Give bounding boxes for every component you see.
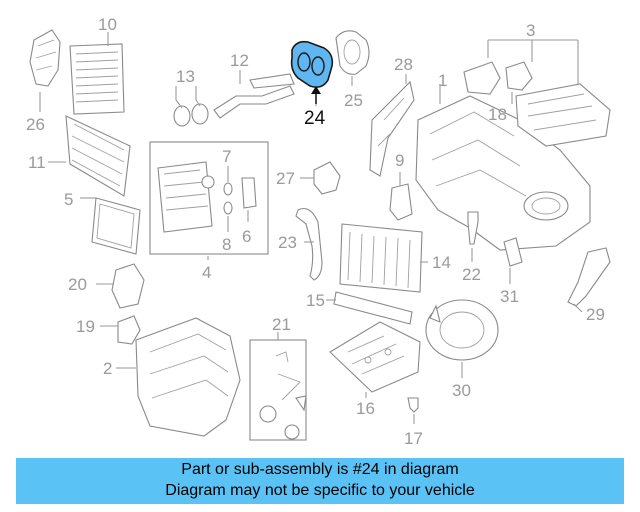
part-30-blower <box>425 299 499 361</box>
part-29-duct <box>567 247 611 307</box>
part-14-filter <box>339 223 423 293</box>
callout-10: 10 <box>98 15 117 34</box>
part-20-actuator <box>111 263 145 309</box>
part-25-bezel <box>335 30 370 75</box>
part-10-heater-core <box>69 43 125 115</box>
callout-29: 29 <box>586 305 605 324</box>
callout-9: 9 <box>395 151 404 170</box>
callout-6: 6 <box>242 227 251 246</box>
callout-16: 16 <box>356 399 375 418</box>
callout-30: 30 <box>452 381 471 400</box>
callout-28: 28 <box>394 55 413 74</box>
callout-27: 27 <box>276 169 295 188</box>
part-7-8-6-small <box>223 177 257 215</box>
callout-2: 2 <box>103 359 112 378</box>
part-24-highlighted <box>290 40 334 88</box>
callout-13: 13 <box>176 67 195 86</box>
part-12-pipes <box>213 73 295 119</box>
callout-7: 7 <box>222 147 231 166</box>
part-3-small-actuator <box>463 61 501 95</box>
callout-21: 21 <box>272 315 291 334</box>
callout-18: 18 <box>488 105 507 124</box>
callout-24-arrowhead <box>311 86 321 94</box>
part-22-fastener <box>467 211 479 245</box>
info-banner: Part or sub-assembly is #24 in diagram D… <box>16 458 624 504</box>
part-11-evaporator <box>65 115 131 197</box>
banner-line-part: Part or sub-assembly is #24 in diagram <box>181 461 459 478</box>
part-1-housing <box>415 95 591 251</box>
callout-1: 1 <box>438 71 447 90</box>
leader-lines <box>39 32 583 424</box>
part-23-hose <box>295 207 323 281</box>
callout-20: 20 <box>68 275 87 294</box>
callout-4: 4 <box>202 263 211 282</box>
callout-3: 3 <box>526 21 535 40</box>
callout-8: 8 <box>222 235 231 254</box>
callout-19: 19 <box>76 317 95 336</box>
callout-17: 17 <box>404 429 423 448</box>
part-21-kit <box>249 339 307 441</box>
callout-14: 14 <box>432 253 451 272</box>
part-19-actuator <box>117 315 141 345</box>
part-2-housing <box>135 317 241 437</box>
callout-24-highlighted: 24 <box>304 108 326 129</box>
callout-22: 22 <box>462 265 481 284</box>
callout-26: 26 <box>26 115 45 134</box>
part-9-switch <box>389 183 413 221</box>
callout-11: 11 <box>28 153 46 172</box>
part-27-sensor <box>313 161 341 195</box>
callout-12: 12 <box>230 51 249 70</box>
part-13-grommets <box>173 103 209 127</box>
part-15-strip <box>333 291 413 325</box>
part-31-resistor <box>503 237 523 267</box>
part-18-actuator <box>505 61 533 91</box>
part-3-assembly <box>515 83 611 147</box>
callout-23: 23 <box>278 233 297 252</box>
banner-line-disclaimer: Diagram may not be specific to your vehi… <box>165 482 475 499</box>
callout-5: 5 <box>64 190 73 209</box>
callout-31: 31 <box>500 287 519 306</box>
callout-25: 25 <box>344 91 363 110</box>
part-26-bracket <box>29 29 61 87</box>
callout-15: 15 <box>306 291 325 310</box>
part-17-fastener <box>407 397 419 413</box>
part-28-bracket <box>369 80 415 177</box>
part-5-filter <box>91 197 141 255</box>
part-16-tray <box>329 321 421 393</box>
